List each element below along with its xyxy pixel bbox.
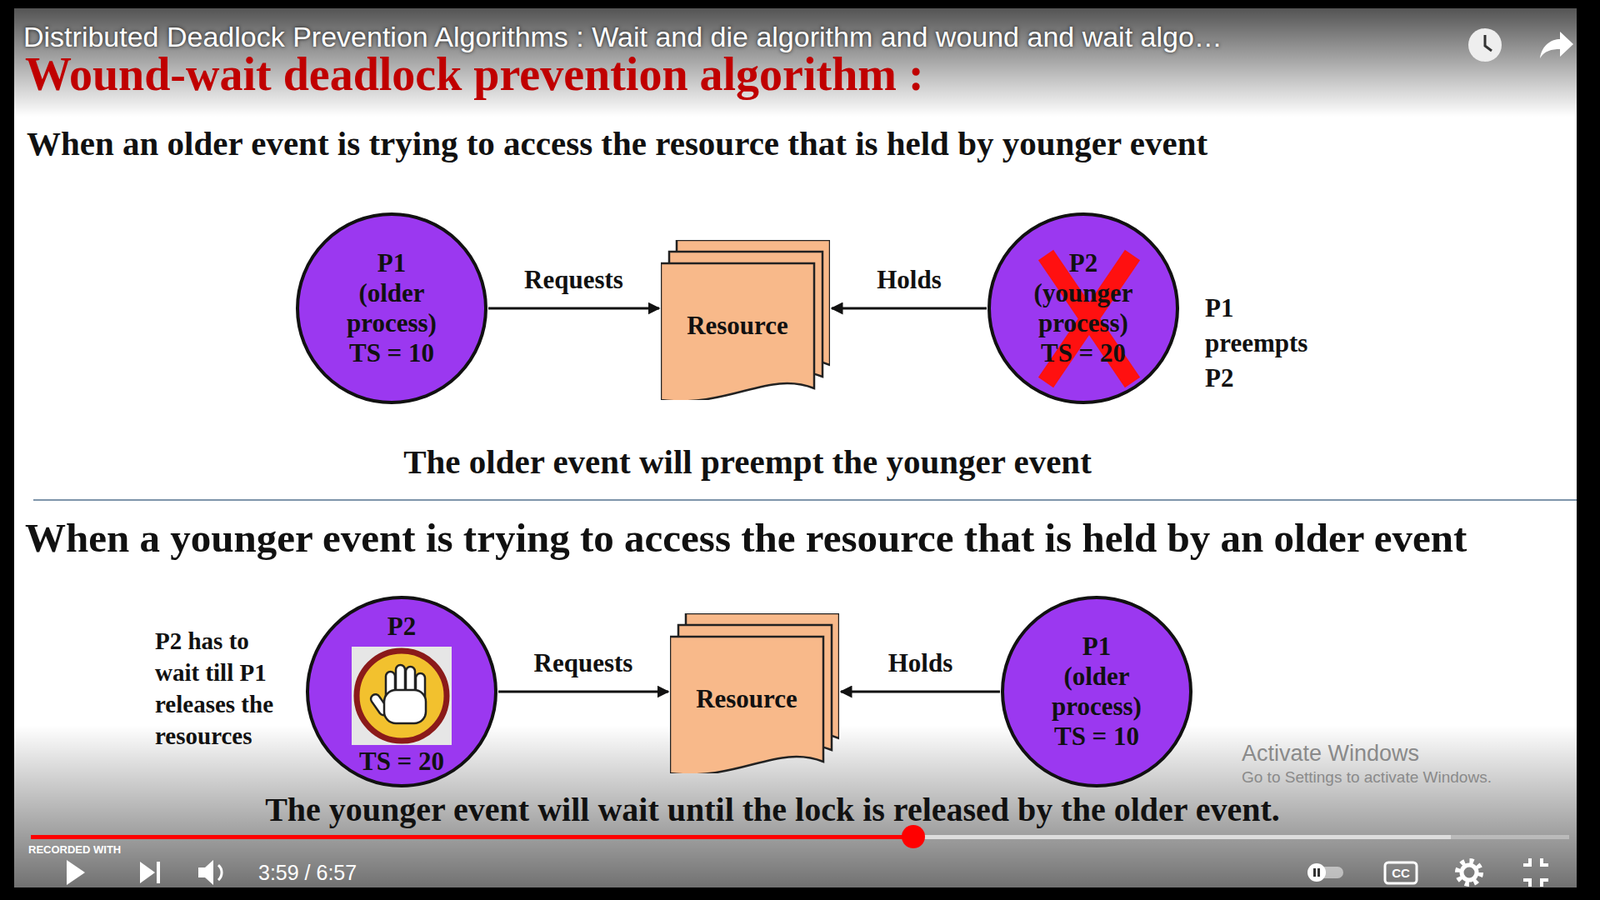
summary-text: The younger event will wait until the lo… bbox=[105, 791, 1440, 829]
slide-title: Wound-wait deadlock prevention algorithm… bbox=[25, 48, 925, 100]
progress-knob bbox=[901, 825, 925, 849]
recorder-watermark: RECORDED WITH bbox=[28, 843, 121, 856]
share-icon bbox=[1540, 31, 1574, 59]
watch-later-icon bbox=[1468, 28, 1502, 62]
node-text: (older process) bbox=[1034, 661, 1160, 722]
node-text: P2 bbox=[1020, 248, 1146, 279]
process-circle: P2(younger process)TS = 20 bbox=[986, 211, 1180, 405]
node-text: Resource bbox=[660, 310, 815, 341]
request-arrow bbox=[498, 690, 669, 694]
resource-icon: Resource bbox=[670, 613, 840, 774]
node-text: TS = 10 bbox=[329, 338, 455, 369]
node-text: (younger process) bbox=[1020, 278, 1146, 339]
request-arrow bbox=[488, 307, 660, 310]
edge-label: Holds bbox=[885, 648, 956, 679]
node-text: P2 bbox=[339, 611, 465, 642]
request-arrow bbox=[831, 307, 987, 310]
progress-buffer bbox=[30, 835, 1451, 840]
time-display: 3:59 / 6:57 bbox=[258, 860, 357, 885]
resource-icon: Resource bbox=[660, 240, 830, 400]
video-title: Distributed Deadlock Prevention Algorith… bbox=[23, 20, 1223, 54]
settings-gear bbox=[1457, 860, 1481, 885]
fullscreen-exit-icon bbox=[1523, 858, 1549, 887]
autoplay-toggle bbox=[1307, 863, 1344, 882]
process-circle: P1(older process)TS = 10 bbox=[295, 211, 489, 405]
side-note: P1 preempts P2 bbox=[1205, 290, 1339, 396]
next-icon bbox=[140, 861, 160, 884]
node-text: Resource bbox=[670, 684, 824, 715]
edge-label: Holds bbox=[874, 265, 945, 295]
section-heading: When an older event is trying to access … bbox=[26, 123, 1208, 164]
separator-line bbox=[33, 499, 1577, 501]
request-arrow bbox=[840, 690, 1000, 694]
play-icon bbox=[66, 860, 85, 885]
progress-played bbox=[30, 835, 914, 840]
edge-label: Requests bbox=[521, 265, 626, 295]
summary-text: The older event will preempt the younger… bbox=[297, 441, 1198, 482]
progress-track bbox=[30, 835, 1570, 840]
captions-button: CC bbox=[1385, 865, 1417, 881]
process-circle: P1(older process)TS = 10 bbox=[1000, 595, 1194, 789]
section-heading: When a younger event is trying to access… bbox=[25, 512, 1559, 565]
watermark: Go to Settings to activate Windows. bbox=[1241, 768, 1492, 787]
captions-box bbox=[1385, 862, 1417, 884]
process-circle: P2 TS = 20 bbox=[305, 595, 499, 789]
node-text: TS = 20 bbox=[339, 746, 465, 777]
side-note: P2 has to wait till P1 releases the reso… bbox=[155, 625, 295, 752]
stop-hand-icon bbox=[351, 646, 452, 745]
node-text: (older process) bbox=[329, 278, 455, 339]
node-text: P1 bbox=[1034, 631, 1160, 662]
node-text: TS = 10 bbox=[1034, 721, 1160, 752]
edge-label: Requests bbox=[531, 648, 636, 679]
node-text: P1 bbox=[329, 248, 455, 279]
volume-icon bbox=[198, 860, 222, 885]
node-text: TS = 20 bbox=[1020, 338, 1146, 369]
watermark: Activate Windows bbox=[1241, 740, 1420, 767]
